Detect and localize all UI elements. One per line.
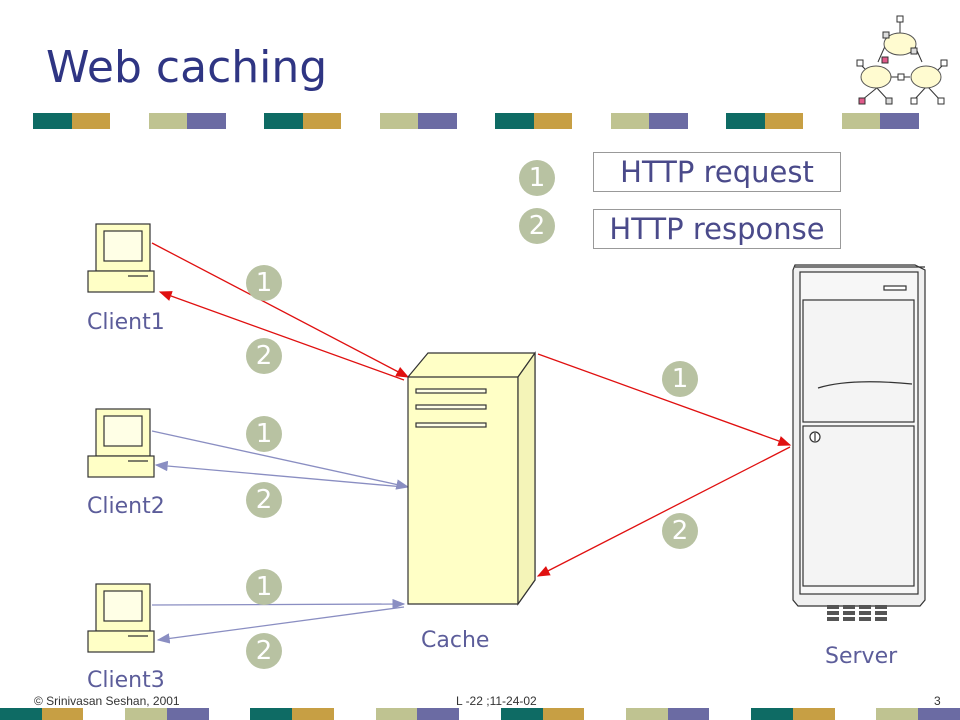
badge-client2-response: 2 [246,482,282,518]
badge-client3-response: 2 [246,633,282,669]
badge-client1-request: 1 [246,265,282,301]
client2-computer-icon [87,408,155,478]
badge-server-response: 2 [662,513,698,549]
client1-label: Client1 [87,310,165,335]
arrow-cache-to-server [537,353,792,446]
slide-title: Web caching [46,42,328,93]
legend-badge-response: 2 [519,208,555,244]
server-label: Server [825,644,898,669]
title-stripe [33,113,919,129]
arrow-client1-request [151,242,410,378]
badge-client2-request: 1 [246,416,282,452]
legend-badge-request: 1 [519,160,555,196]
client1-computer-icon [87,223,155,293]
badge-server-request: 1 [662,361,698,397]
legend-http-request: HTTP request [593,152,841,192]
footer-copyright: © Srinivasan Seshan, 2001 [34,694,180,708]
footer-stripe [0,708,960,720]
client3-computer-icon [87,583,155,653]
client3-label: Client3 [87,668,165,693]
arrow-client2-response [154,460,405,488]
badge-client1-response: 2 [246,338,282,374]
arrow-client3-response [156,606,405,644]
footer-lecture: L -22 ;11-24-02 [456,694,537,708]
cache-label: Cache [421,628,490,653]
arrow-client2-request [151,430,410,490]
footer-page-number: 3 [934,694,941,708]
arrow-server-to-cache [536,446,791,577]
network-cloud-icon [856,15,948,105]
legend-http-response: HTTP response [593,209,841,249]
arrow-client1-response [158,291,405,381]
badge-client3-request: 1 [246,569,282,605]
cache-tower-icon [407,351,536,606]
arrow-client3-request [151,598,406,610]
server-rack-icon [792,264,926,621]
client2-label: Client2 [87,494,165,519]
